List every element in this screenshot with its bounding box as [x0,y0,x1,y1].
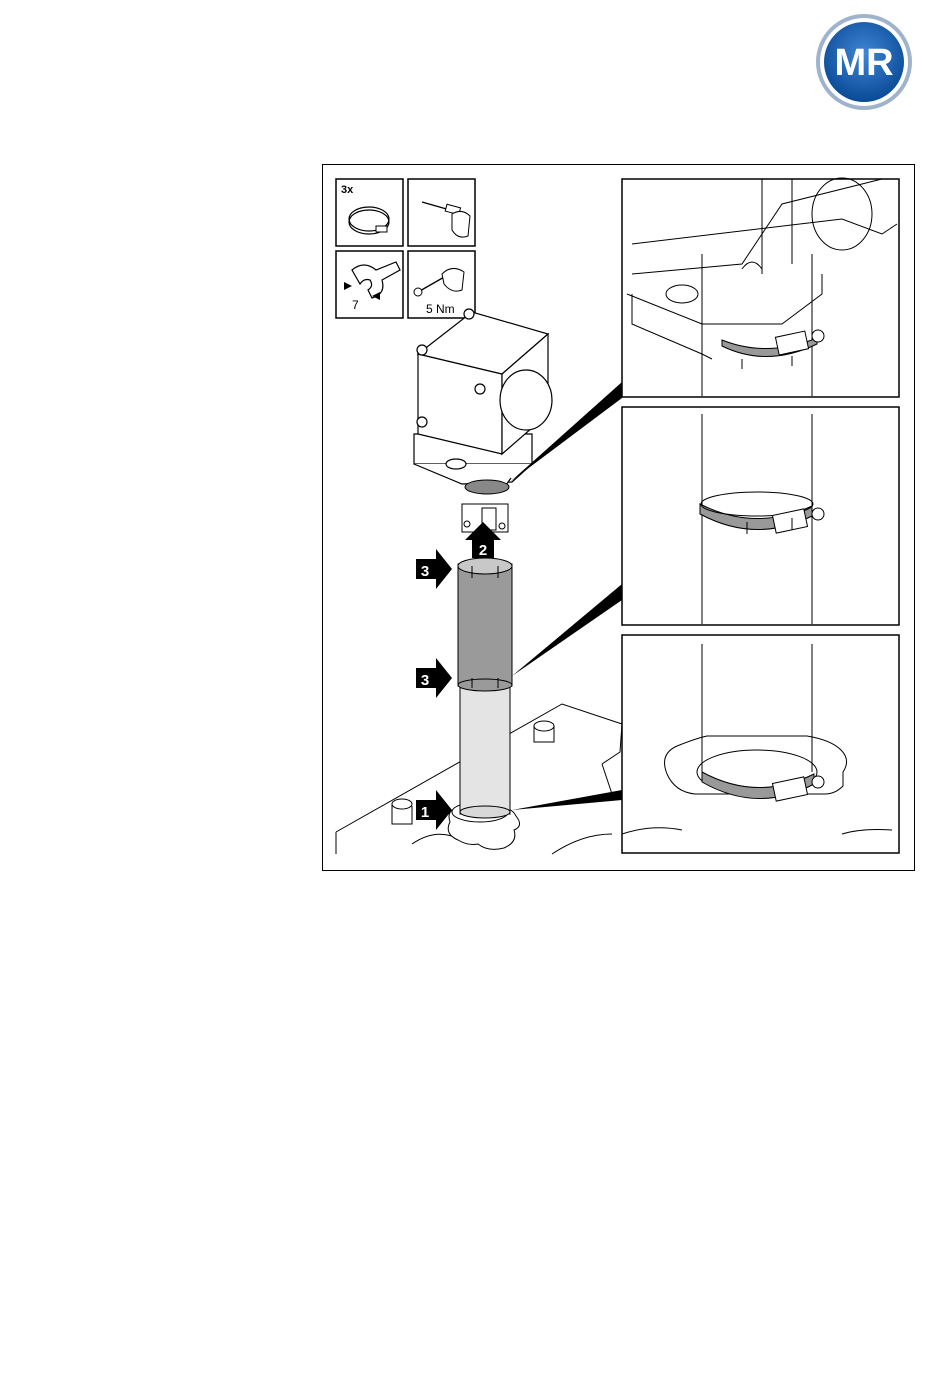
clamp-quantity-label: 3x [341,184,354,196]
logo-text: MR [834,42,893,84]
drive-clamp-ring [465,480,509,494]
tool-panel-screwdriver [408,179,475,246]
lower-tube [460,684,510,818]
upper-clamp-detail [622,178,899,397]
tool-panel-torque: 5 Nm [408,251,475,318]
step-2-label: 2 [479,542,487,559]
upper-tube [458,558,512,691]
torque-value-label: 5 Nm [426,302,455,316]
tool-panel-wrench: 7 [336,251,403,318]
tool-panel-clamp: 3x [336,179,403,246]
assembly-figure: 3x 7 5 Nm [322,164,915,871]
lower-clamp-detail [622,635,899,853]
mr-logo: MR [814,12,914,112]
step-1-label: 1 [421,804,429,821]
middle-clamp-detail [622,407,899,625]
wrench-size-label: 7 [352,298,359,312]
step-3-upper-label: 3 [421,563,429,580]
step-3-lower-label: 3 [421,672,429,689]
